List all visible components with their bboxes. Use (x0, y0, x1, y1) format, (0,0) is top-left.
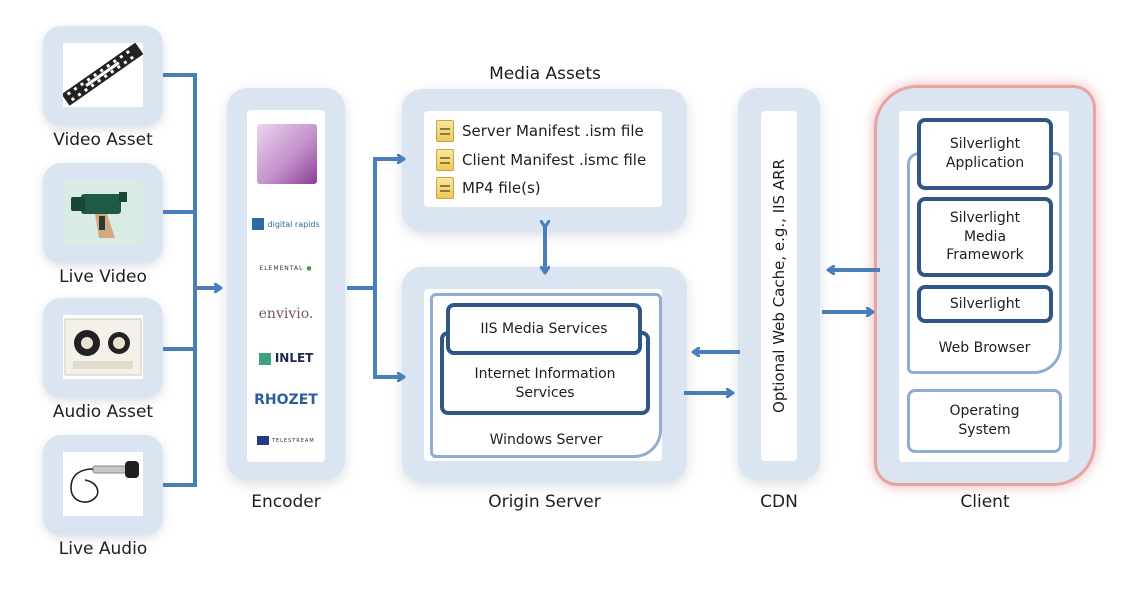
media-assets-list: Server Manifest .ism file Client Manifes… (424, 111, 662, 207)
web-browser-label: Web Browser (938, 340, 1031, 356)
web-cache-box: Optional Web Cache, e.g., IIS ARR (761, 111, 797, 461)
windows-server-label: Windows Server (489, 432, 603, 448)
document-icon (436, 177, 454, 199)
encoder-to-origin-arrow (373, 288, 403, 377)
elemental-logo: ELEMENTAL ● (259, 265, 313, 272)
media-assets-title: Media Assets (489, 64, 601, 84)
live-audio-box (43, 435, 163, 535)
telestream-logo: TELESTREAM (247, 436, 325, 445)
cassette-tape-icon (63, 315, 143, 379)
encoder-to-media-assets-arrow (373, 159, 403, 288)
cdn-label: CDN (760, 492, 798, 512)
video-camera-icon (63, 180, 143, 244)
iis-media-services-box: IIS Media Services (446, 303, 642, 355)
operating-system-box: Operating System (907, 389, 1062, 453)
file-item: Client Manifest .ismc file (436, 149, 646, 171)
encoder-logos: digital rapids ELEMENTAL ● envivio. INLE… (247, 110, 325, 462)
file-item: Server Manifest .ism file (436, 120, 644, 142)
envivio-logo: envivio. (258, 306, 314, 322)
video-asset-box (43, 26, 163, 126)
encoder-label: Encoder (251, 492, 321, 512)
silverlight-box: Silverlight (917, 285, 1053, 323)
document-icon (436, 149, 454, 171)
silverlight-media-framework-box: Silverlight Media Framework (917, 197, 1053, 277)
origin-server-label: Origin Server (488, 492, 601, 512)
web-cache-label: Optional Web Cache, e.g., IIS ARR (770, 159, 788, 413)
film-strip-icon (63, 43, 143, 107)
live-video-box (43, 163, 163, 263)
audio-asset-box (43, 298, 163, 398)
client-label: Client (960, 492, 1010, 512)
document-icon (436, 120, 454, 142)
video-asset-label: Video Asset (53, 130, 153, 150)
file-item: MP4 file(s) (436, 177, 541, 199)
live-audio-label: Live Audio (58, 539, 148, 559)
expression-encoder-logo (257, 124, 317, 184)
silverlight-application-box: Silverlight Application (917, 118, 1053, 190)
digital-rapids-logo: digital rapids (247, 218, 325, 230)
rhozet-logo: RHOZET (254, 392, 318, 408)
microphone-icon (63, 452, 143, 516)
inlet-logo: INLET (247, 351, 325, 365)
audio-asset-label: Audio Asset (52, 402, 154, 422)
live-video-label: Live Video (59, 267, 147, 287)
